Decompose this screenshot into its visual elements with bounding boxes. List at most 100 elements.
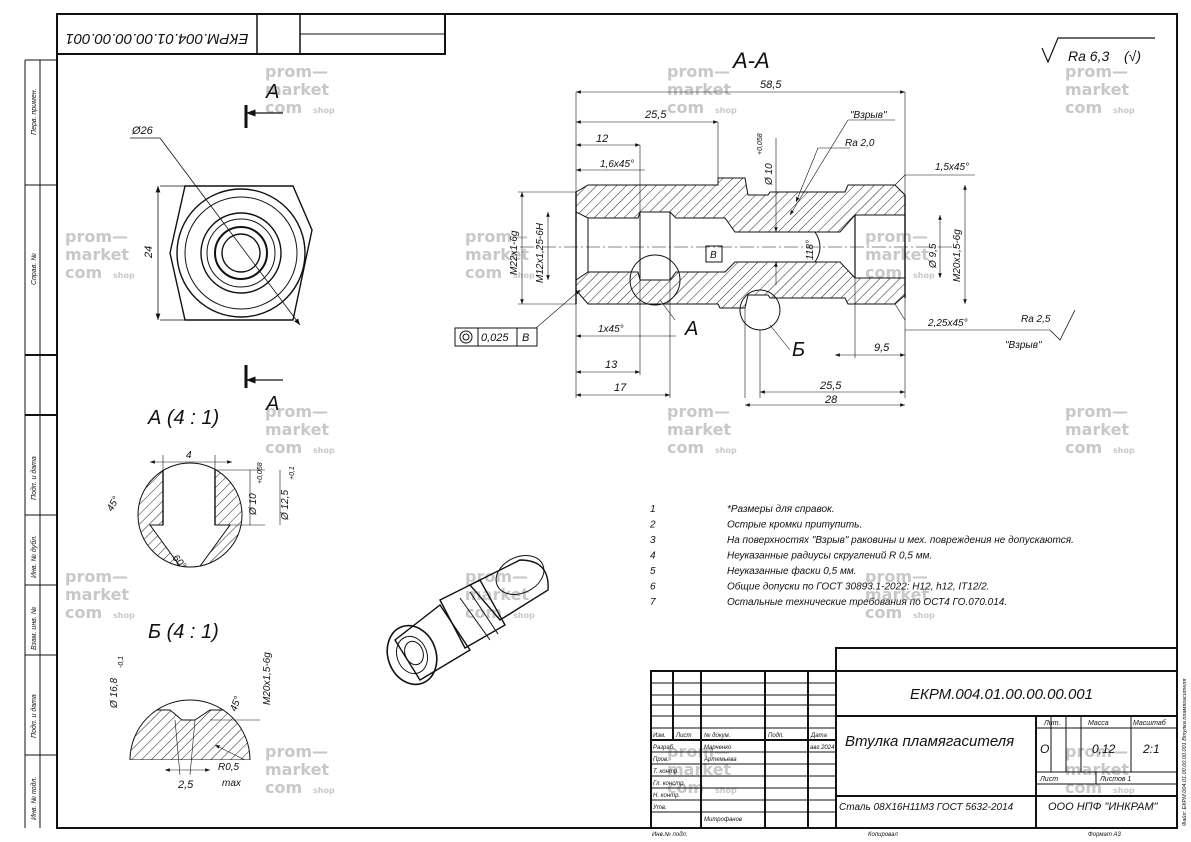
lit-value: О — [1040, 742, 1049, 756]
title-block-texts: ЕКРМ.004.01.00.00.00.001 Втулка пламягас… — [652, 679, 1188, 838]
note-number: 5 — [650, 566, 656, 577]
explosion-label-top: "Взрыв" — [850, 110, 887, 121]
section-letter-top: А — [265, 81, 279, 103]
watermark-shop: shop — [113, 271, 135, 280]
scale-value: 2:1 — [1142, 742, 1160, 756]
explosion-label-bottom: "Взрыв" — [1005, 340, 1042, 351]
dim-d9-5: Ø 9,5 — [928, 243, 939, 269]
watermark-text: com — [667, 98, 704, 117]
watermark-text: prom— — [265, 402, 328, 421]
watermark-text: com — [865, 263, 902, 282]
watermark-text: market — [265, 760, 329, 779]
mass-value: 0,12 — [1092, 742, 1116, 756]
watermark-shop: shop — [1113, 106, 1135, 115]
watermark-shop: shop — [715, 106, 737, 115]
watermark-shop: shop — [913, 611, 935, 620]
row-developer: Разраб. — [653, 745, 675, 751]
watermark-text: market — [667, 420, 731, 439]
roughness-label: Ra 6,3 — [1068, 48, 1109, 64]
row-tech-control: Т. контр. — [653, 769, 679, 775]
lit-label: Лит. — [1043, 720, 1060, 727]
dim-13: 13 — [605, 359, 618, 371]
section-view — [520, 177, 960, 331]
col-sign: Подп. — [768, 733, 784, 739]
dim-25-5b: 25,5 — [819, 380, 842, 392]
watermark-text: prom— — [667, 402, 730, 421]
col-doc: № докум. — [704, 732, 730, 739]
detail-marker-a: А — [684, 318, 698, 340]
approver-name: Митрофанов — [704, 817, 742, 823]
title-part-name: Втулка пламягасителя — [845, 733, 1014, 750]
watermark-text: market — [465, 245, 529, 264]
dim-25-5: 25,5 — [644, 109, 667, 121]
watermark-text: prom— — [1065, 402, 1128, 421]
watermark-text: com — [1065, 778, 1102, 797]
watermark-text: com — [1065, 438, 1102, 457]
detail-b-d16-8-tol: -0,1 — [118, 656, 125, 668]
watermark-shop: shop — [313, 786, 335, 795]
row-checker: Пров. — [653, 757, 669, 763]
note-text: Остальные технические требования по ОСТ4… — [727, 596, 1007, 608]
note-number: 4 — [650, 551, 656, 562]
watermark-shop: shop — [313, 446, 335, 455]
detail-a-angle45: 45° — [105, 495, 122, 514]
title-designation: ЕКРМ.004.01.00.00.00.001 — [910, 686, 1093, 703]
date-developer: авг.2024 — [810, 745, 835, 751]
title-material: Сталь 08Х16Н11М3 ГОСТ 5632-2014 — [839, 802, 1014, 813]
watermark-text: com — [65, 263, 102, 282]
section-dimensions — [518, 90, 1076, 407]
note-text: Неуказанные радиусы скруглений R 0,5 мм. — [727, 551, 932, 562]
watermark-text: market — [865, 585, 929, 604]
dim-bore-tol: +0,058 — [757, 133, 764, 155]
left-label: Подп. и дата — [30, 456, 38, 500]
watermark-text: market — [865, 245, 929, 264]
dim-28: 28 — [824, 394, 838, 406]
row-approved: Утв. — [652, 805, 667, 811]
watermark-text: market — [465, 585, 529, 604]
end-view — [130, 137, 313, 326]
sheets-label: Листов 1 — [1099, 776, 1131, 783]
dim-58-5: 58,5 — [760, 79, 782, 91]
watermark-text: prom— — [865, 567, 928, 586]
watermark-text: market — [667, 760, 731, 779]
watermark-shop: shop — [113, 611, 135, 620]
roughness-ra2: Ra 2,0 — [845, 138, 875, 149]
roughness-check: (√) — [1124, 48, 1141, 64]
dim-12: 12 — [596, 133, 608, 145]
watermark-text: market — [265, 80, 329, 99]
note-text: Неуказанные фаски 0,5 мм. — [727, 565, 856, 577]
section-marker-bottom — [244, 365, 283, 388]
detail-a-d10-tol: +0,058 — [257, 462, 264, 484]
inv-label: Инв.№ подл. — [652, 831, 688, 838]
dim-9-5: 9,5 — [874, 342, 890, 354]
section-letter-bottom: А — [265, 393, 279, 415]
detail-a-d10: Ø 10 — [248, 493, 259, 516]
watermark-text: com — [865, 603, 902, 622]
detail-b-title: Б (4 : 1) — [148, 621, 219, 643]
watermark-text: market — [65, 245, 129, 264]
detail-b-width: 2,5 — [177, 779, 194, 791]
note-number: 6 — [650, 582, 656, 593]
roughness-ra2-5: Ra 2,5 — [1021, 314, 1051, 325]
checker-name: Артемьева — [703, 757, 737, 763]
sheet-label: Лист — [1039, 776, 1058, 783]
dim-chamfer-1-5: 1,5x45° — [935, 162, 969, 173]
roughness-symbol — [1041, 37, 1155, 64]
detail-marker-b: Б — [792, 339, 805, 361]
mass-label: Масса — [1088, 720, 1109, 727]
watermark-text: com — [265, 438, 302, 457]
base-mark: В — [710, 250, 717, 261]
title-block — [650, 620, 1178, 829]
watermark-text: market — [1065, 420, 1129, 439]
dim-d26: Ø26 — [131, 125, 154, 137]
note-number: 7 — [650, 597, 656, 608]
left-label: Справ. № — [31, 253, 38, 285]
col-list: Лист — [675, 733, 691, 739]
title-company: ООО НПФ "ИНКРАМ" — [1048, 801, 1159, 813]
left-label: Инв. № дубл. — [30, 535, 38, 578]
dim-thread-m12: M12x1,25-6H — [535, 222, 546, 283]
detail-b-max: max — [222, 778, 242, 789]
sheet-frame — [56, 13, 1178, 829]
